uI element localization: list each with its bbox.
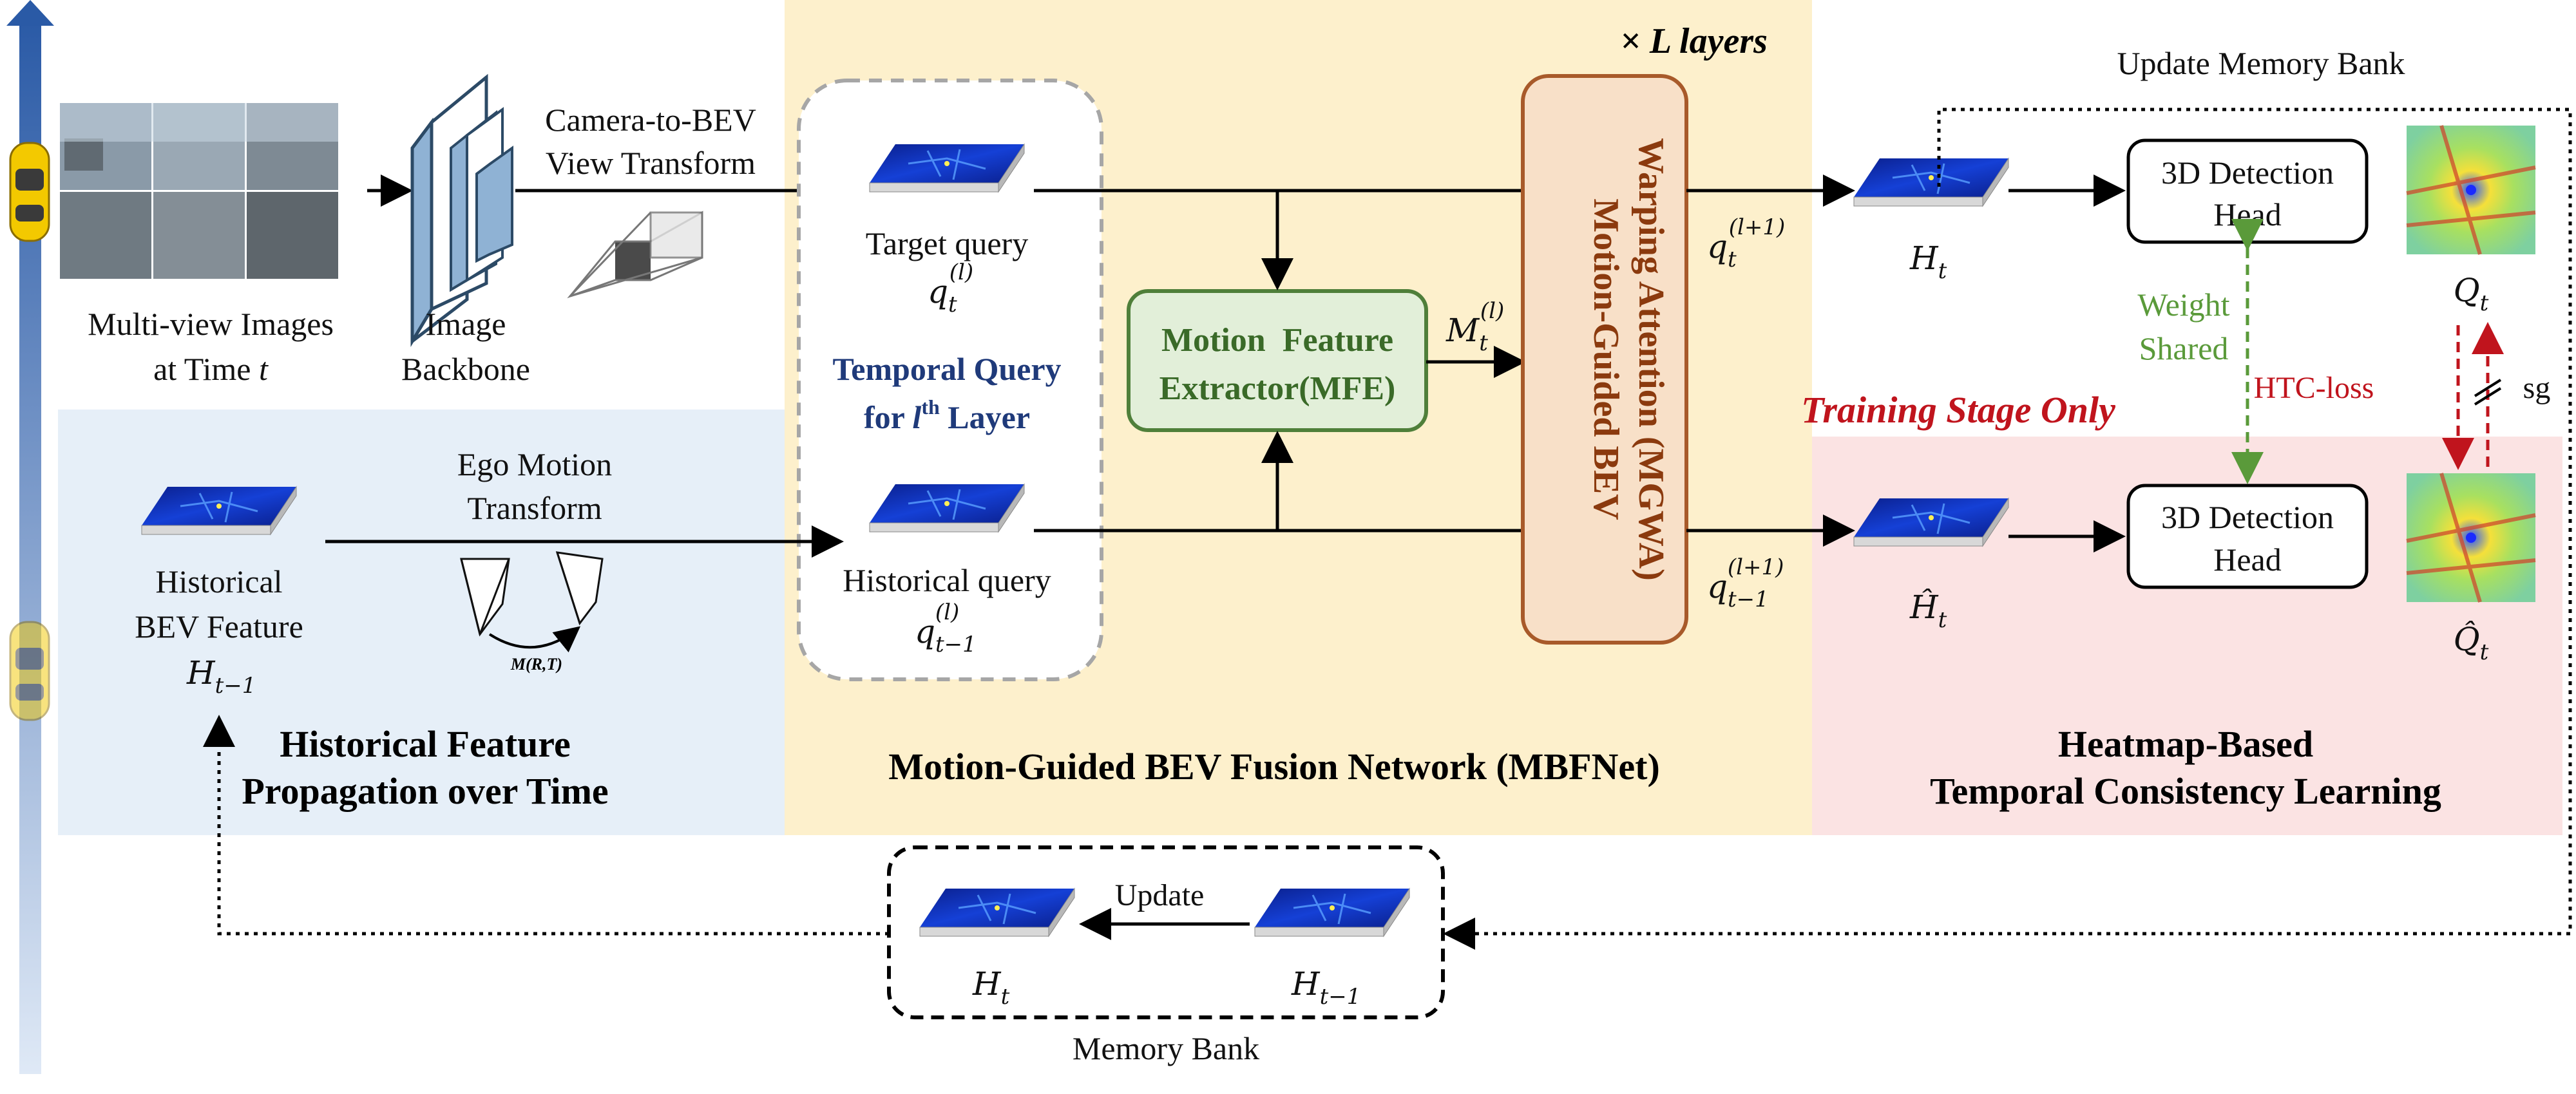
section-heat-title-2: Temporal Consistency Learning <box>1930 770 2441 812</box>
section-hist-title-2: Propagation over Time <box>242 770 608 812</box>
heatmap-q-hat <box>2406 473 2536 603</box>
motion-rt-label: M(R,T) <box>510 655 562 674</box>
ego-label-1: Ego Motion <box>457 446 612 482</box>
training-stage-label: Training Stage Only <box>1801 389 2115 431</box>
ego-label-2: Transform <box>467 490 602 526</box>
historical-bev-label-1: Historical <box>155 563 282 599</box>
camera-frustum-icon-right <box>555 551 604 626</box>
mfe-label-2: Extractor(MFE) <box>1159 370 1396 407</box>
multiview-label-1: Multi-view Images <box>88 306 334 342</box>
weight-label-2: Shared <box>2139 330 2229 366</box>
camera-frustum-icon-left <box>460 558 510 637</box>
update-memory-bank-label: Update Memory Bank <box>2117 45 2405 81</box>
mgwa-label-1: Motion-Guided BEV <box>1586 198 1626 520</box>
detection-head-top-label-1: 3D Detection <box>2161 155 2334 191</box>
detection-head-top-label-2: Head <box>2213 196 2282 232</box>
historical-query-label: Historical query <box>843 562 1051 598</box>
historical-query-bev <box>868 483 1026 533</box>
target-query-bev <box>868 143 1026 193</box>
historical-propagation-panel <box>58 410 785 835</box>
camera-to-bev-label-1: Camera-to-BEV <box>545 102 756 138</box>
historical-bev <box>140 486 298 536</box>
layers-label: × L layers <box>1620 21 1768 61</box>
target-query-label: Target query <box>866 225 1028 261</box>
detection-head-bottom <box>2126 484 2369 589</box>
ht-bev <box>1853 157 2010 207</box>
memory-ht-symbol: Ht <box>972 965 1010 1010</box>
car-icon <box>9 142 50 242</box>
memory-bank-label: Memory Bank <box>1073 1030 1259 1066</box>
multiview-images <box>60 103 338 279</box>
section-mbf-title: Motion-Guided BEV Fusion Network (MBFNet… <box>888 746 1660 787</box>
q-symbol: Qt <box>2454 272 2489 316</box>
section-heat-title-1: Heatmap-Based <box>2058 723 2313 765</box>
heatmap-q <box>2406 125 2536 255</box>
temporal-query-title-1: Temporal Query <box>832 351 1061 387</box>
view-frustum-icon <box>567 211 703 299</box>
temporal-query-title-2: for lth Layer <box>864 395 1030 435</box>
camera-to-bev-label-2: View Transform <box>546 145 756 181</box>
ht-hat-bev <box>1853 497 2010 547</box>
weight-label-1: Weight <box>2137 287 2229 323</box>
car-faded-icon <box>9 621 50 721</box>
memory-h-prev-symbol: Ht−1 <box>1291 965 1360 1010</box>
backbone-label-1: Image <box>426 306 506 342</box>
mfe-label-1: Motion Feature <box>1161 322 1393 359</box>
detection-head-bottom-label-2: Head <box>2213 542 2282 578</box>
update-label: Update <box>1115 878 1205 912</box>
image-backbone-icon <box>410 73 513 348</box>
historical-bev-label-2: BEV Feature <box>135 608 303 645</box>
memory-h-prev-bev <box>1254 887 1411 938</box>
memory-ht-bev <box>919 887 1076 938</box>
mgwa-box <box>1521 74 1688 645</box>
mfe-box <box>1127 289 1428 432</box>
backbone-label-2: Backbone <box>401 351 530 387</box>
htc-loss-label: HTC-loss <box>2254 371 2374 405</box>
mgwa-label-2: Warping Attention (MGWA) <box>1631 138 1671 581</box>
sg-label: sg <box>2523 371 2551 405</box>
detection-head-bottom-label-1: 3D Detection <box>2161 499 2334 535</box>
multiview-label-2: at Time t <box>153 351 269 387</box>
ht-symbol: Ht <box>1909 240 1947 284</box>
section-hist-title-1: Historical Feature <box>280 723 571 765</box>
